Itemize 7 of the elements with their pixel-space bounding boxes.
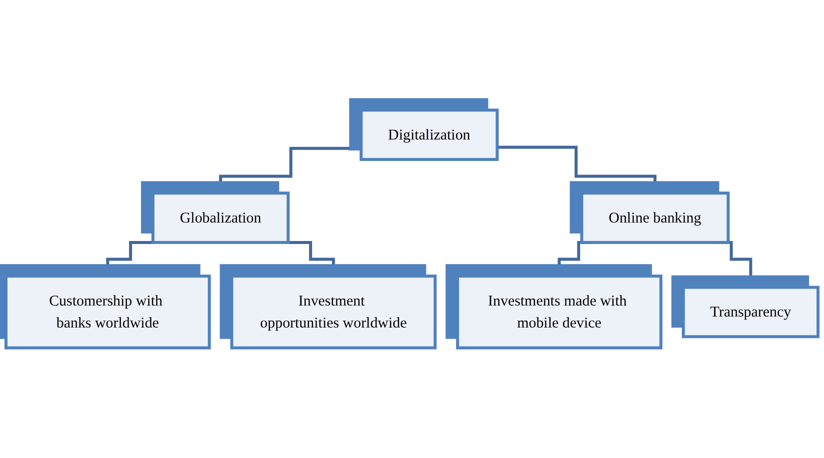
- node-box: Transparency: [682, 286, 820, 338]
- node-box: Online banking: [580, 192, 730, 244]
- node-box: Investment opportunities worldwide: [230, 274, 437, 350]
- node-box: Globalization: [151, 192, 290, 244]
- node-box: Digitalization: [360, 108, 499, 161]
- node-box: Investments made with mobile device: [456, 274, 662, 350]
- node-box: Customership with banks worldwide: [4, 274, 211, 350]
